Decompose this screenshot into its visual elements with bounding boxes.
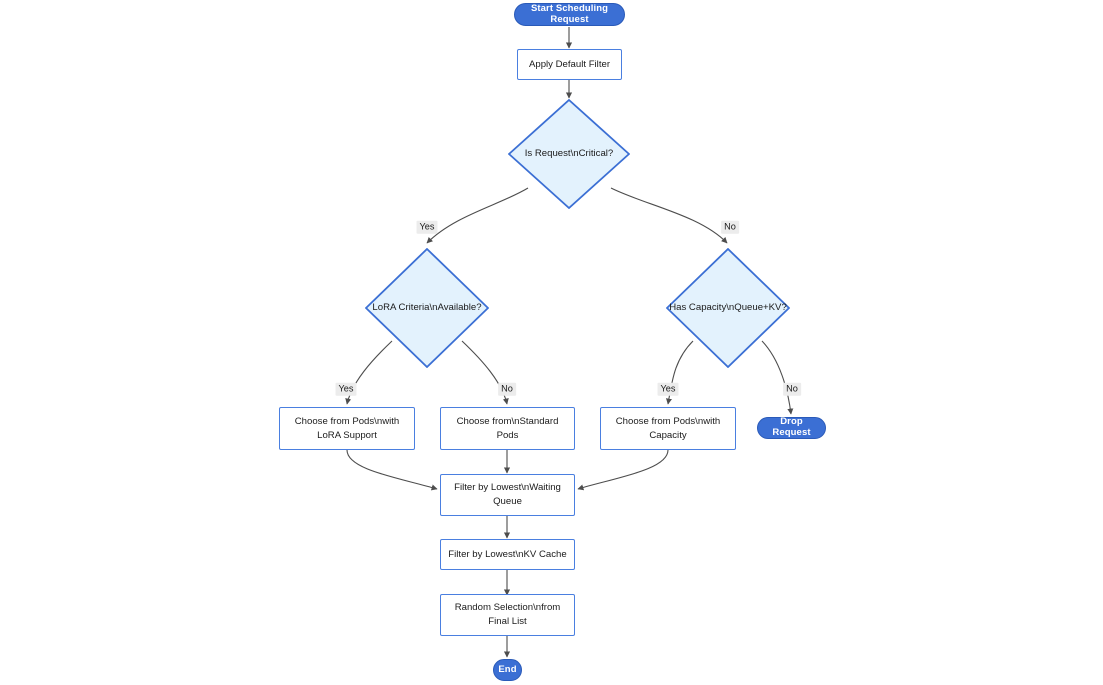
edge-label-lora-no: No bbox=[498, 382, 516, 396]
edge-label-capacity-yes: Yes bbox=[657, 382, 679, 396]
node-lora-criteria-available-label: LoRA Criteria\nAvailable? bbox=[372, 302, 482, 314]
node-apply-default-filter-label: Apply Default Filter bbox=[528, 58, 611, 70]
diamond-shape bbox=[508, 99, 630, 209]
node-drop-request[interactable]: Drop Request bbox=[757, 416, 826, 439]
node-is-request-critical[interactable]: Is Request\nCritical? bbox=[508, 99, 630, 209]
node-end-label: End bbox=[498, 663, 517, 675]
edge-lora-pods-to-waiting bbox=[346, 449, 438, 491]
node-start[interactable]: Start Scheduling Request bbox=[514, 3, 625, 26]
node-drop-request-label: Drop Request bbox=[772, 416, 811, 438]
node-has-capacity-label: Has Capacity\nQueue+KV? bbox=[669, 302, 787, 314]
edge-label-critical-no: No bbox=[721, 220, 739, 234]
node-apply-default-filter[interactable]: Apply Default Filter bbox=[517, 49, 622, 80]
node-choose-lora-pods[interactable]: Choose from Pods\nwith LoRA Support bbox=[279, 407, 415, 450]
edge-label-lora-yes: Yes bbox=[335, 382, 357, 396]
node-lora-criteria-available[interactable]: LoRA Criteria\nAvailable? bbox=[365, 248, 489, 368]
node-random-selection-label: Random Selection\nfrom Final List bbox=[454, 602, 561, 627]
node-is-request-critical-label: Is Request\nCritical? bbox=[524, 148, 614, 160]
node-filter-waiting-queue-label: Filter by Lowest\nWaiting Queue bbox=[454, 482, 561, 507]
edge-capacity-pods-to-waiting bbox=[577, 449, 669, 491]
node-choose-standard-pods[interactable]: Choose from\nStandard Pods bbox=[440, 407, 575, 450]
diamond-shape bbox=[666, 248, 790, 368]
edge-label-capacity-no: No bbox=[783, 382, 801, 396]
node-choose-standard-pods-label: Choose from\nStandard Pods bbox=[456, 415, 559, 441]
diamond-shape bbox=[365, 248, 489, 368]
node-filter-waiting-queue[interactable]: Filter by Lowest\nWaiting Queue bbox=[440, 474, 575, 516]
node-end[interactable]: End bbox=[493, 659, 522, 681]
node-choose-capacity-pods[interactable]: Choose from Pods\nwith Capacity bbox=[600, 407, 736, 450]
node-choose-capacity-pods-label: Choose from Pods\nwith Capacity bbox=[615, 415, 721, 441]
node-filter-kv-cache[interactable]: Filter by Lowest\nKV Cache bbox=[440, 539, 575, 570]
node-start-label: Start Scheduling Request bbox=[530, 2, 609, 25]
edge-label-critical-yes: Yes bbox=[416, 220, 438, 234]
node-random-selection[interactable]: Random Selection\nfrom Final List bbox=[440, 594, 575, 636]
node-filter-kv-cache-label: Filter by Lowest\nKV Cache bbox=[448, 548, 567, 560]
node-choose-lora-pods-label: Choose from Pods\nwith LoRA Support bbox=[294, 415, 400, 441]
node-has-capacity[interactable]: Has Capacity\nQueue+KV? bbox=[666, 248, 790, 368]
